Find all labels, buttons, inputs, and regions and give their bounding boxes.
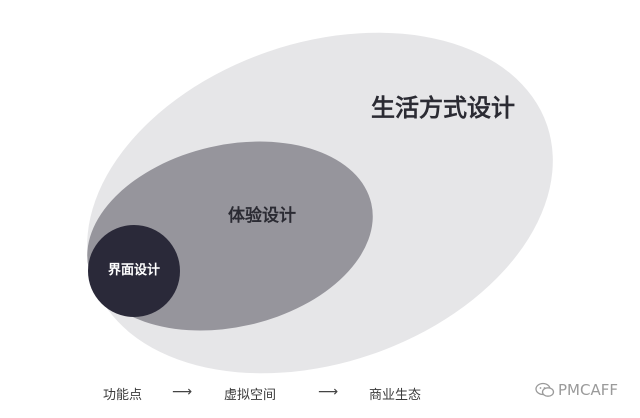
flow-step-virtual-space: 虚拟空间 <box>224 388 277 403</box>
flow-caption: 功能点 ⟶ 虚拟空间 ⟶ 商业生态 <box>0 378 640 408</box>
lifestyle-design-label: 生活方式设计 <box>371 94 515 122</box>
flow-arrow-icon: ⟶ <box>318 384 339 400</box>
nested-circles-diagram: 生活方式设计 体验设计 界面设计 <box>87 32 553 374</box>
watermark-text: PMCAFF <box>558 381 618 399</box>
pmcaff-watermark: PMCAFF <box>535 381 618 399</box>
interface-design-circle <box>88 225 180 317</box>
wechat-icon <box>535 382 555 398</box>
flow-step-business-ecosystem: 商业生态 <box>369 388 422 403</box>
flow-step-features: 功能点 <box>103 388 143 403</box>
experience-design-label: 体验设计 <box>228 205 296 226</box>
flow-arrow-icon: ⟶ <box>172 384 193 400</box>
interface-design-label: 界面设计 <box>108 262 160 278</box>
